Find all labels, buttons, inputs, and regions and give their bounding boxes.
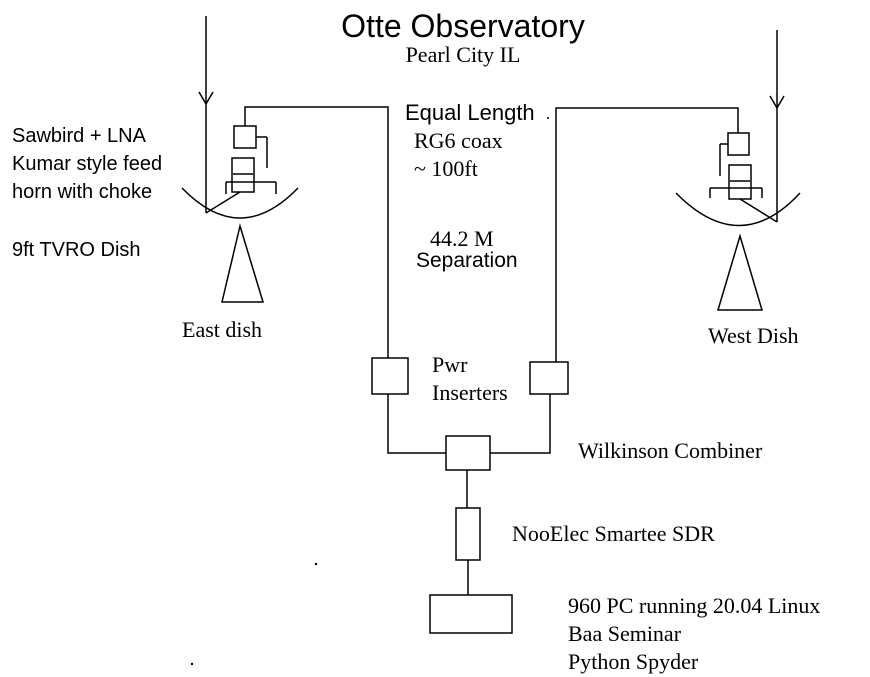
sdr-box xyxy=(455,507,481,561)
west-dish-stand xyxy=(716,233,764,311)
west-power-inserter xyxy=(529,361,569,395)
diagram-subtitle: Pearl City IL xyxy=(406,42,521,67)
east-feed-line: Sawbird + LNA xyxy=(12,125,147,147)
pc-line: Python Spyder xyxy=(568,649,699,674)
combiner-label: Wilkinson Combiner xyxy=(578,438,763,463)
sdr-label: NooElec Smartee SDR xyxy=(512,521,715,546)
east-dish-label: East dish xyxy=(182,317,262,342)
wilkinson-combiner-box xyxy=(445,435,491,471)
east-dish-size-label: 9ft TVRO Dish xyxy=(12,239,141,261)
pc-line: Baa Seminar xyxy=(568,621,682,646)
pc-box xyxy=(429,594,513,634)
stray-dot xyxy=(547,117,549,119)
pc-text: 960 PC running 20.04 Linux Baa Seminar P… xyxy=(568,593,820,674)
east-dish-reflector xyxy=(181,187,299,219)
stray-dot xyxy=(314,562,318,566)
west-feed-horn xyxy=(709,132,778,223)
stray-dot xyxy=(190,662,194,666)
east-dish-stand xyxy=(221,223,265,303)
cable-spec-text: Equal Length RG6 coax ~ 100ft xyxy=(405,100,535,181)
east-dish-assembly xyxy=(181,16,299,303)
power-line: Pwr xyxy=(432,352,468,377)
cable-line: ~ 100ft xyxy=(414,156,478,181)
pc-line: 960 PC running 20.04 Linux xyxy=(568,593,820,618)
east-signal-arrow xyxy=(198,16,214,213)
east-power-inserter xyxy=(371,357,409,395)
east-feed-line: horn with choke xyxy=(12,181,152,203)
power-inserter-text: Pwr Inserters xyxy=(432,352,508,405)
west-combiner-feed xyxy=(490,394,551,454)
east-coax-run xyxy=(244,106,389,358)
west-coax-run xyxy=(555,107,739,362)
cable-line: RG6 coax xyxy=(414,128,503,153)
west-dish-label: West Dish xyxy=(708,323,799,348)
cable-line: Equal Length xyxy=(405,100,535,125)
east-feed-line: Kumar style feed xyxy=(12,153,162,175)
west-dish-assembly xyxy=(675,30,801,311)
west-dish-reflector xyxy=(675,192,801,227)
east-feed-horn xyxy=(205,125,277,214)
separation-line: Separation xyxy=(416,249,518,272)
diagram-title: Otte Observatory xyxy=(341,8,585,44)
separation-line: 44.2 M xyxy=(430,226,494,251)
power-line: Inserters xyxy=(432,380,508,405)
west-signal-arrow xyxy=(769,30,785,222)
east-feed-text: Sawbird + LNA Kumar style feed horn with… xyxy=(12,125,162,203)
separation-text: 44.2 M Separation xyxy=(416,226,518,272)
east-combiner-feed xyxy=(387,394,446,454)
